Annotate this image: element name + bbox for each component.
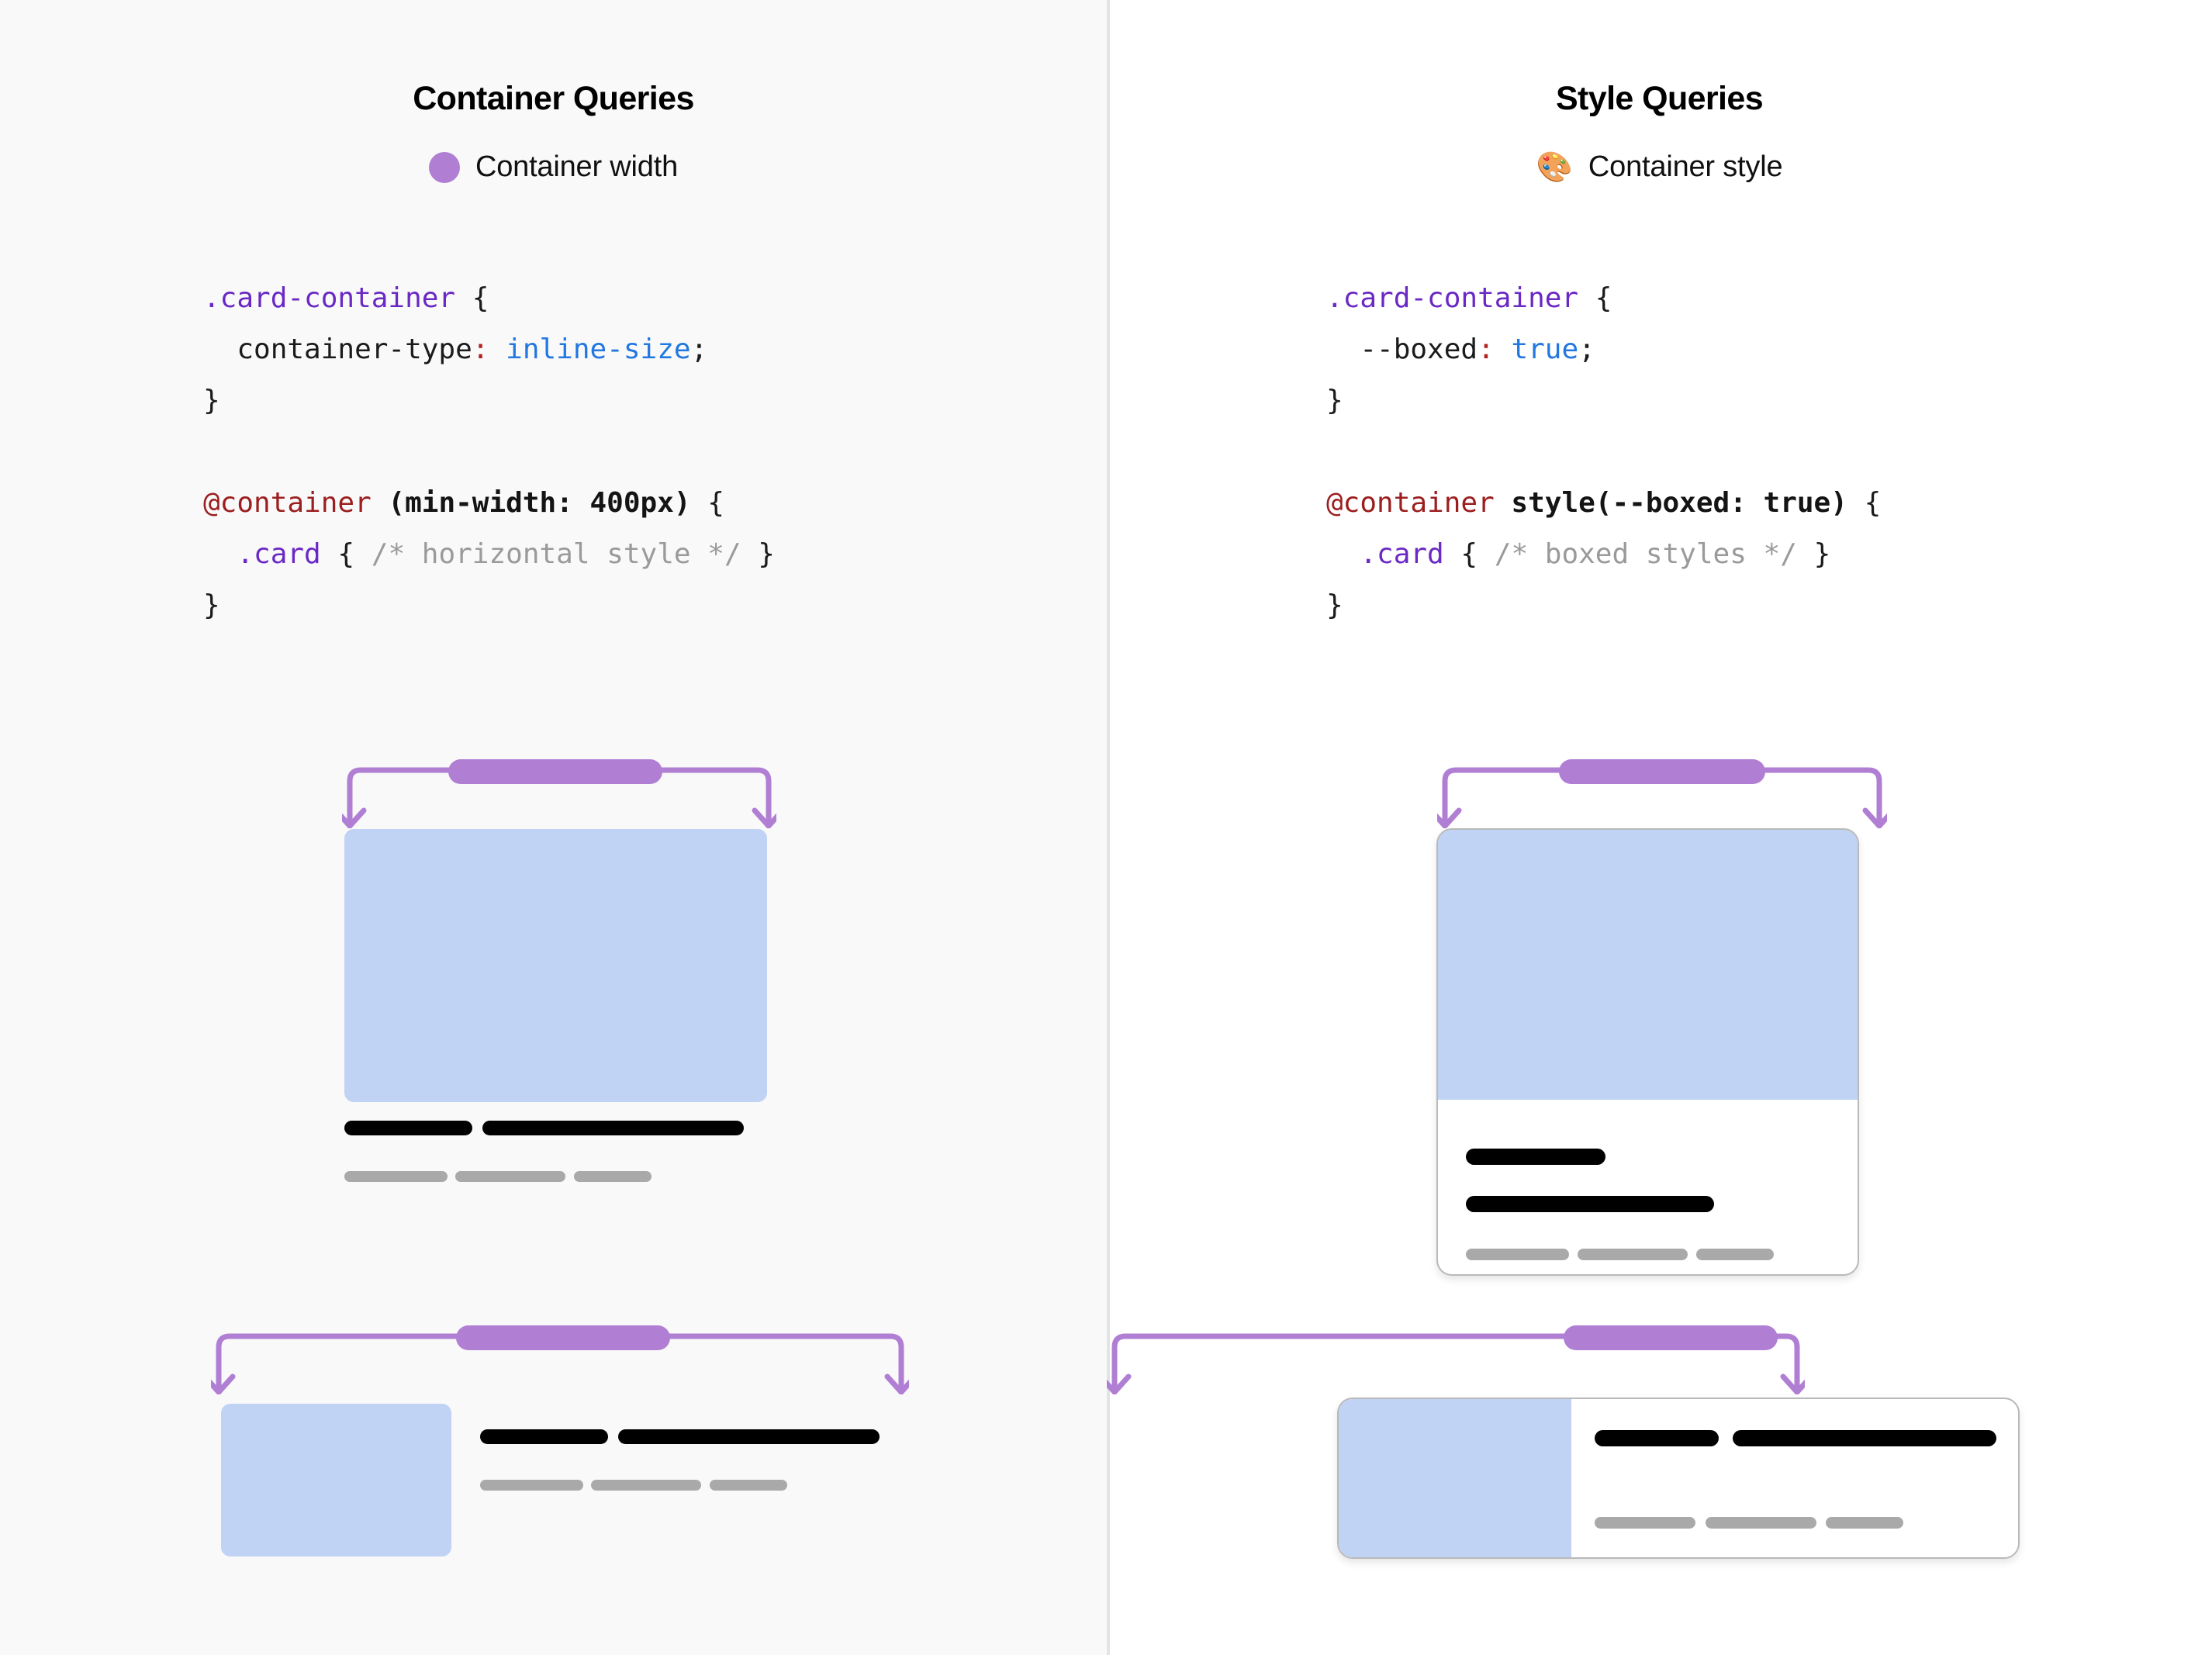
code-block-left: .card-container { container-type: inline… [203, 273, 775, 631]
card-meta-bar [480, 1480, 583, 1491]
code-brace-2: { [690, 487, 724, 519]
code-selector: .card-container [1326, 282, 1579, 314]
code-indent [203, 538, 237, 570]
boxed-card-horizontal [1337, 1398, 2020, 1559]
code-at-rule: @container [1326, 487, 1495, 519]
code-value: true [1494, 333, 1579, 365]
card-meta-bar [455, 1171, 565, 1182]
container-style-pill-bottom [1564, 1325, 1778, 1350]
code-selector: .card-container [203, 282, 456, 314]
left-panel-content: Container Queries Container width .card-… [0, 80, 1107, 1557]
legend-label-right: Container style [1588, 150, 1783, 183]
code-value: inline-size [489, 333, 691, 365]
purple-dot-icon [428, 151, 460, 183]
code-open-brace: { [320, 538, 372, 570]
card-meta-bar [1696, 1249, 1774, 1260]
card-meta-bar [591, 1480, 701, 1491]
code-open-brace: { [1443, 538, 1495, 570]
container-style-pill-top [1559, 759, 1765, 784]
card-meta-bar [1578, 1249, 1688, 1260]
card-image-block [1438, 830, 1858, 1100]
code-selector-2: .card [1360, 538, 1444, 570]
container-width-pill-top [448, 759, 662, 784]
code-close-inline: } [1796, 538, 1831, 570]
right-panel-content: Style Queries 🎨 Container style .card-co… [1107, 0, 2212, 1655]
card-meta-bar [1466, 1249, 1569, 1260]
code-condition: (min-width: 400px) [371, 487, 691, 519]
code-colon: : [472, 333, 489, 365]
code-brace: { [1578, 282, 1612, 314]
card-meta-bar [574, 1171, 652, 1182]
code-close-brace-2: } [203, 589, 220, 621]
legend-label-left: Container width [475, 150, 679, 183]
card-title-bar [344, 1121, 472, 1135]
code-colon: : [1478, 333, 1495, 365]
code-at-rule: @container [203, 487, 372, 519]
card-meta-bar [1706, 1517, 1816, 1529]
card-meta-bar [344, 1171, 448, 1182]
legend-left: Container width [0, 150, 1107, 184]
palette-icon: 🎨 [1536, 150, 1573, 184]
code-selector-2: .card [237, 538, 321, 570]
card-image-block [344, 829, 767, 1102]
code-close-brace-2: } [1326, 589, 1343, 621]
code-close-brace: } [203, 385, 220, 416]
card-meta-bar [1826, 1517, 1903, 1529]
card-title-bar [1733, 1430, 1996, 1446]
code-brace: { [455, 282, 489, 314]
panel-style-queries [1107, 0, 2212, 1655]
card-image-block [221, 1404, 451, 1557]
code-indent [1326, 538, 1360, 570]
card-title-bar [1595, 1430, 1719, 1446]
legend-right: 🎨 Container style [1107, 150, 2212, 184]
panel-divider [1107, 0, 1110, 1655]
card-meta-bar [1595, 1517, 1695, 1529]
code-block-right: .card-container { --boxed: true; } @cont… [1326, 273, 1881, 631]
card-image-block [1339, 1399, 1571, 1557]
code-comment: /* horizontal style */ [371, 538, 741, 570]
code-semicolon: ; [1578, 333, 1595, 365]
code-brace-2: { [1847, 487, 1882, 519]
code-property: container-type [203, 333, 472, 365]
card-meta-bar [710, 1480, 787, 1491]
container-width-pill-bottom [456, 1325, 670, 1350]
card-title-bar [1466, 1149, 1605, 1165]
code-close-brace: } [1326, 385, 1343, 416]
card-title-bar [1466, 1196, 1714, 1212]
panel-container-queries [0, 0, 1107, 1655]
code-condition: style(--boxed: true) [1494, 487, 1847, 519]
card-title-bar [482, 1121, 744, 1135]
code-semicolon: ; [690, 333, 708, 365]
card-title-bar [618, 1429, 880, 1444]
card-title-bar [480, 1429, 608, 1444]
code-close-inline: } [741, 538, 775, 570]
code-property: --boxed [1326, 333, 1478, 365]
page-title-right: Style Queries [1555, 80, 1764, 117]
page-title-left: Container Queries [413, 80, 694, 117]
code-comment: /* boxed styles */ [1494, 538, 1797, 570]
boxed-card-vertical [1436, 828, 1859, 1276]
